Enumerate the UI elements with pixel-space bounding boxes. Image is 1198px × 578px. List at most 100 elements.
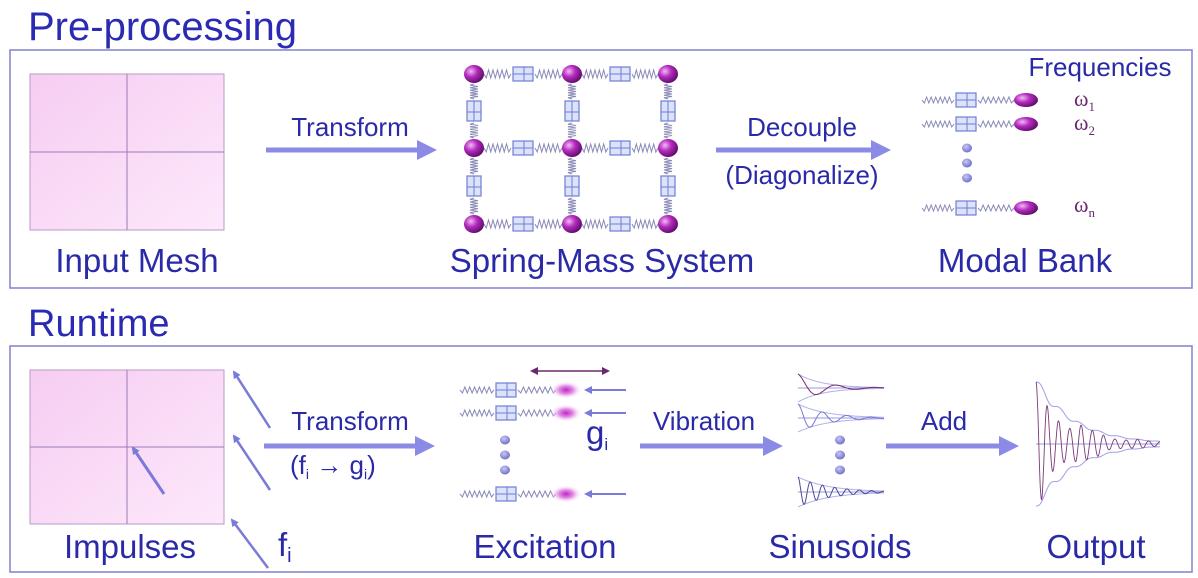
spring <box>483 218 512 230</box>
spring <box>977 203 1015 213</box>
spring <box>567 83 577 100</box>
preprocessing-title: Pre-processing <box>28 5 297 49</box>
vibration-label: Vibration <box>653 406 755 436</box>
damper <box>955 200 977 216</box>
mass <box>464 139 484 157</box>
spring <box>483 68 512 80</box>
spring <box>631 218 659 230</box>
spring <box>663 83 673 100</box>
excited-oscillator <box>459 381 626 399</box>
excited-oscillator <box>459 485 626 503</box>
spring <box>469 122 479 139</box>
spring <box>517 385 557 395</box>
mass <box>658 65 678 83</box>
f-to-g-mapping: (fi → gi) <box>290 450 376 482</box>
impulses-label: Impulses <box>64 528 196 565</box>
spring <box>567 157 577 175</box>
mass <box>562 215 582 233</box>
spring <box>459 489 495 499</box>
runtime-title: Runtime <box>28 303 170 345</box>
spring <box>581 142 609 154</box>
sinusoid-waves <box>797 373 885 508</box>
modal-oscillator <box>921 116 1038 132</box>
modal-oscillator <box>921 200 1038 216</box>
excitation-bank <box>459 381 626 503</box>
impulse-arrow-top <box>232 370 272 429</box>
spring <box>567 122 577 139</box>
mass <box>562 139 582 157</box>
excitation-dots <box>500 435 510 475</box>
excitation-label: Excitation <box>473 528 616 565</box>
transform-label: Transform <box>291 112 409 142</box>
damper <box>495 486 517 502</box>
modal-oscillator <box>921 92 1038 108</box>
impulse-arrow-bottom <box>230 518 269 569</box>
runtime-transform-label: Transform <box>291 406 409 436</box>
impulse-arrow-middle <box>232 434 272 491</box>
spring <box>459 408 495 418</box>
sinusoid-dots <box>835 435 845 475</box>
mass <box>658 139 678 157</box>
spring <box>631 142 659 154</box>
diagonalize-label: (Diagonalize) <box>725 160 878 190</box>
damper <box>609 216 631 232</box>
output-waveform <box>1035 381 1160 507</box>
excited-oscillator <box>459 404 626 422</box>
sinusoid <box>797 403 884 433</box>
damper <box>955 116 977 132</box>
modal-bank <box>921 92 1038 216</box>
spring <box>581 218 609 230</box>
input-mesh-label: Input Mesh <box>55 242 218 279</box>
spring <box>663 122 673 139</box>
spring <box>567 197 577 215</box>
f-i-symbol: fi <box>278 526 292 567</box>
spring <box>921 119 955 129</box>
damper <box>495 382 517 398</box>
input-mesh <box>29 73 225 231</box>
damper <box>512 66 534 82</box>
impulse-mesh <box>29 369 225 525</box>
damper <box>512 140 534 156</box>
mass <box>1014 201 1038 215</box>
frequencies-label: Frequencies <box>1028 52 1171 82</box>
damper <box>564 175 580 197</box>
spring <box>663 157 673 175</box>
add-label: Add <box>921 406 967 436</box>
spring <box>459 385 495 395</box>
excited-mass <box>550 485 582 503</box>
damper <box>955 92 977 108</box>
excited-mass <box>550 404 582 422</box>
spring <box>631 68 659 80</box>
damper <box>609 66 631 82</box>
modal-bank-label: Modal Bank <box>938 242 1113 279</box>
omega-2-symbol: ω2 <box>1074 110 1095 138</box>
spring <box>977 95 1015 105</box>
damper <box>495 405 517 421</box>
spring-mass-system <box>464 65 678 233</box>
spring <box>469 83 479 100</box>
damper <box>512 216 534 232</box>
g-i-symbol: gi <box>586 414 608 454</box>
spring <box>483 142 512 154</box>
spring <box>517 489 557 499</box>
mass <box>1014 93 1038 107</box>
damper <box>609 140 631 156</box>
spring <box>581 68 609 80</box>
spring <box>469 157 479 175</box>
spring-mass-label: Spring-Mass System <box>450 242 754 279</box>
mass <box>1014 117 1038 131</box>
preprocessing-frame <box>9 49 1193 289</box>
spring <box>534 218 563 230</box>
damper <box>660 175 676 197</box>
mass <box>658 215 678 233</box>
modal-bank-dots <box>962 143 972 183</box>
spring <box>663 197 673 215</box>
damper <box>564 100 580 122</box>
output-label: Output <box>1046 528 1145 565</box>
spring <box>977 119 1015 129</box>
damper <box>660 100 676 122</box>
runtime-frame <box>9 345 1193 573</box>
sinusoids-label: Sinusoids <box>768 528 911 565</box>
spring <box>517 408 557 418</box>
spring <box>921 203 955 213</box>
